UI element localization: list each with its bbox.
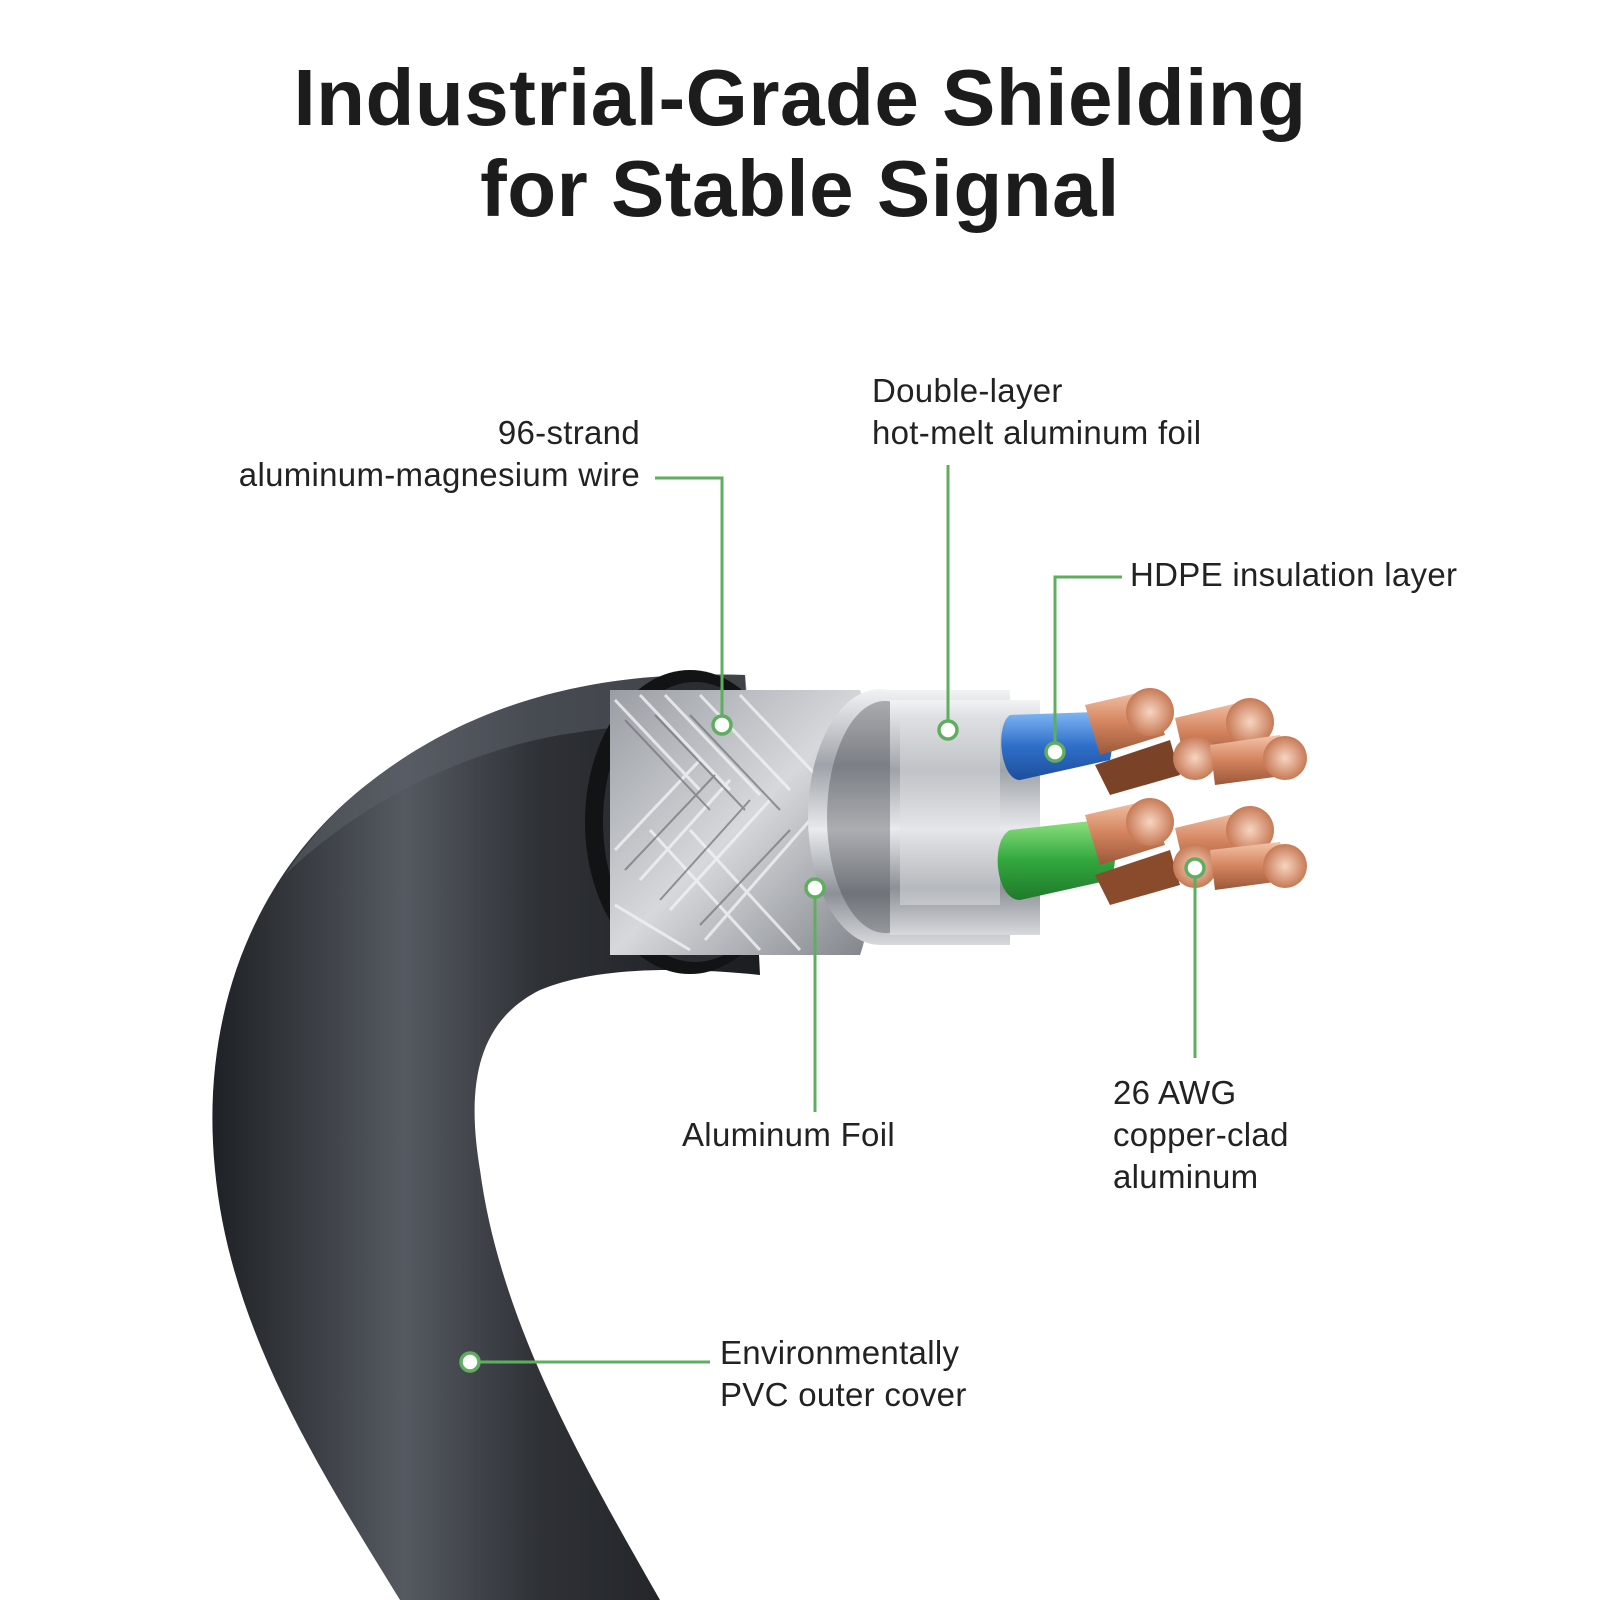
dot-pvc	[459, 1351, 481, 1373]
leader-hdpe	[1053, 575, 1122, 752]
label-aluminum-foil: Aluminum Foil	[682, 1116, 895, 1153]
label-pvc: Environmentally PVC outer cover	[720, 1334, 967, 1413]
label-awg: 26 AWG copper-clad aluminum	[1113, 1074, 1289, 1195]
leader-strand-wire	[655, 476, 724, 725]
leader-lines	[470, 465, 1197, 1364]
label-double-foil: Double-layer hot-melt aluminum foil	[872, 372, 1202, 451]
green-pair	[997, 798, 1307, 905]
dot-strand-wire	[711, 714, 733, 736]
page-title: Industrial-Grade Shielding for Stable Si…	[0, 52, 1600, 234]
label-hdpe: HDPE insulation layer	[1130, 556, 1458, 593]
dot-hdpe	[1044, 741, 1066, 763]
title-line-1: Industrial-Grade Shielding	[293, 53, 1307, 142]
label-strand-wire: 96-strand aluminum-magnesium wire	[238, 414, 640, 493]
dot-double-foil	[937, 719, 959, 741]
dot-awg	[1184, 857, 1206, 879]
title-line-2: for Stable Signal	[480, 144, 1120, 233]
dot-aluminum-foil	[804, 877, 826, 899]
blue-pair	[1001, 688, 1307, 795]
leader-dots	[459, 714, 1206, 1373]
